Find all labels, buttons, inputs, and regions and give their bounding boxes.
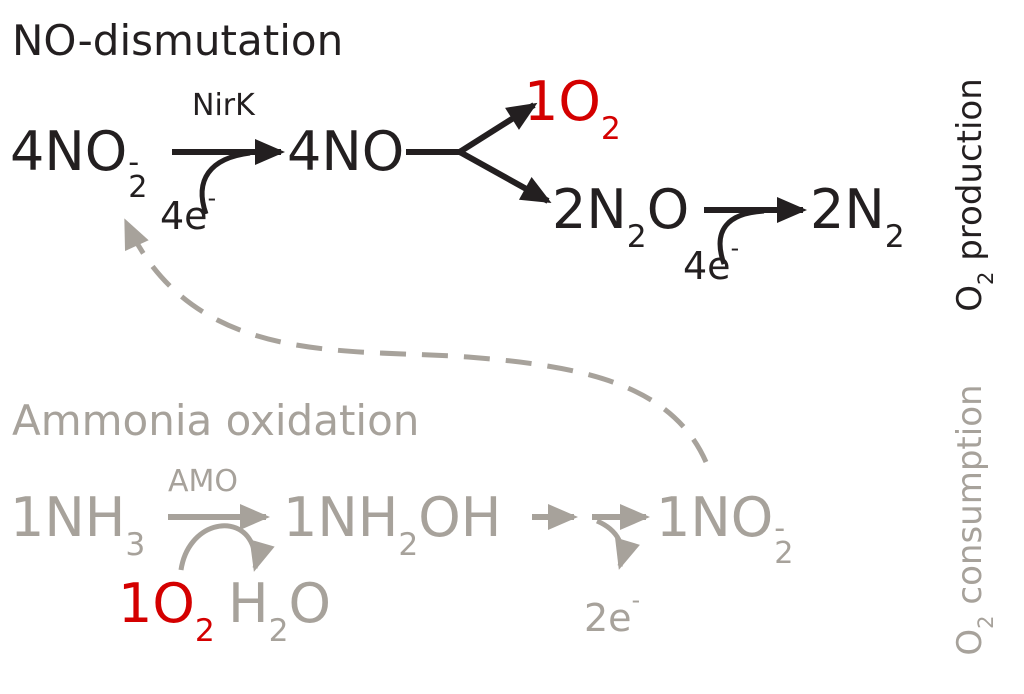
superscript-charge: - [631, 586, 641, 615]
formula-singlet-oxygen-substrate: 1O2 [118, 571, 215, 647]
formula-n2-product: 2N2 [810, 177, 905, 253]
axis-text: O [950, 628, 990, 656]
arrow-branch-to-singlet-o2 [456, 102, 538, 156]
section-title-no-dismutation: NO-dismutation [12, 16, 344, 65]
formula-main: 1O [118, 572, 195, 635]
superscript-charge: - [207, 184, 217, 213]
formula-water-product: H2O [228, 571, 332, 647]
formula-main: 4NO [10, 120, 128, 183]
curve-electrons-out [595, 518, 640, 570]
subscript-count: 2 [973, 271, 998, 286]
formula-main: 2N [810, 178, 885, 241]
sub-sup-stack: -2 [774, 511, 794, 572]
formula-ammonia-reactant: 1NH3 [10, 485, 145, 561]
formula-main: 1NO [656, 486, 774, 549]
formula-main: 1NH [10, 486, 126, 549]
formula-main: H [228, 572, 269, 635]
formula-no-intermediate: 4NO [287, 120, 405, 183]
superscript-charge: - [730, 234, 740, 263]
axis-text-tail: consumption [950, 384, 990, 616]
subscript-count: 2 [774, 536, 794, 572]
enzyme-label-nirk: NirK [192, 88, 255, 123]
section-title-ammonia-oxidation: Ammonia oxidation [12, 396, 420, 445]
formula-n2o-product: 2N2O [552, 177, 690, 253]
formula-main: 1NH [283, 486, 399, 549]
formula-singlet-oxygen-product: 1O2 [524, 69, 621, 145]
axis-text: O [950, 285, 990, 312]
superscript-charge: - [128, 145, 140, 181]
formula-main: 1O [524, 70, 601, 133]
enzyme-label-amo: AMO [168, 464, 239, 499]
axis-label-o2-production: O2 production [948, 45, 998, 345]
formula-tail: OH [418, 486, 502, 549]
subscript-count: 2 [194, 613, 215, 650]
formula-nitrite-product: 1NO-2 [656, 485, 794, 572]
subscript-count: 2 [973, 615, 998, 629]
subscript-count: 2 [884, 219, 905, 256]
electrons-text: 2e [584, 596, 632, 640]
subscript-count: 3 [125, 527, 146, 564]
formula-hydroxylamine-intermediate: 1NH2OH [283, 485, 502, 561]
subscript-count: 2 [626, 219, 647, 256]
axis-text-tail: production [950, 78, 990, 272]
electrons-text: 4e [683, 244, 731, 288]
electrons-label-4e-right: 4e- [683, 237, 739, 288]
electrons-label-4e-top: 4e- [160, 187, 216, 238]
subscript-count: 2 [268, 613, 289, 650]
formula-main: 2N [552, 178, 627, 241]
arrow-branch-to-n2o [456, 148, 552, 204]
formula-nitrite-reactant: 4NO-2 [10, 119, 148, 206]
electrons-text: 4e [160, 194, 208, 238]
superscript-charge: - [774, 511, 786, 547]
subscript-count: 2 [600, 111, 621, 148]
formula-tail: O [646, 178, 690, 241]
subscript-count: 2 [128, 170, 148, 206]
sub-sup-stack: -2 [128, 145, 148, 206]
curve-o2-in-h2o-out [178, 523, 275, 572]
formula-tail: O [288, 572, 332, 635]
axis-label-o2-consumption: O2 consumption [948, 360, 998, 680]
electrons-label-2e: 2e- [584, 589, 640, 640]
subscript-count: 2 [398, 527, 419, 564]
